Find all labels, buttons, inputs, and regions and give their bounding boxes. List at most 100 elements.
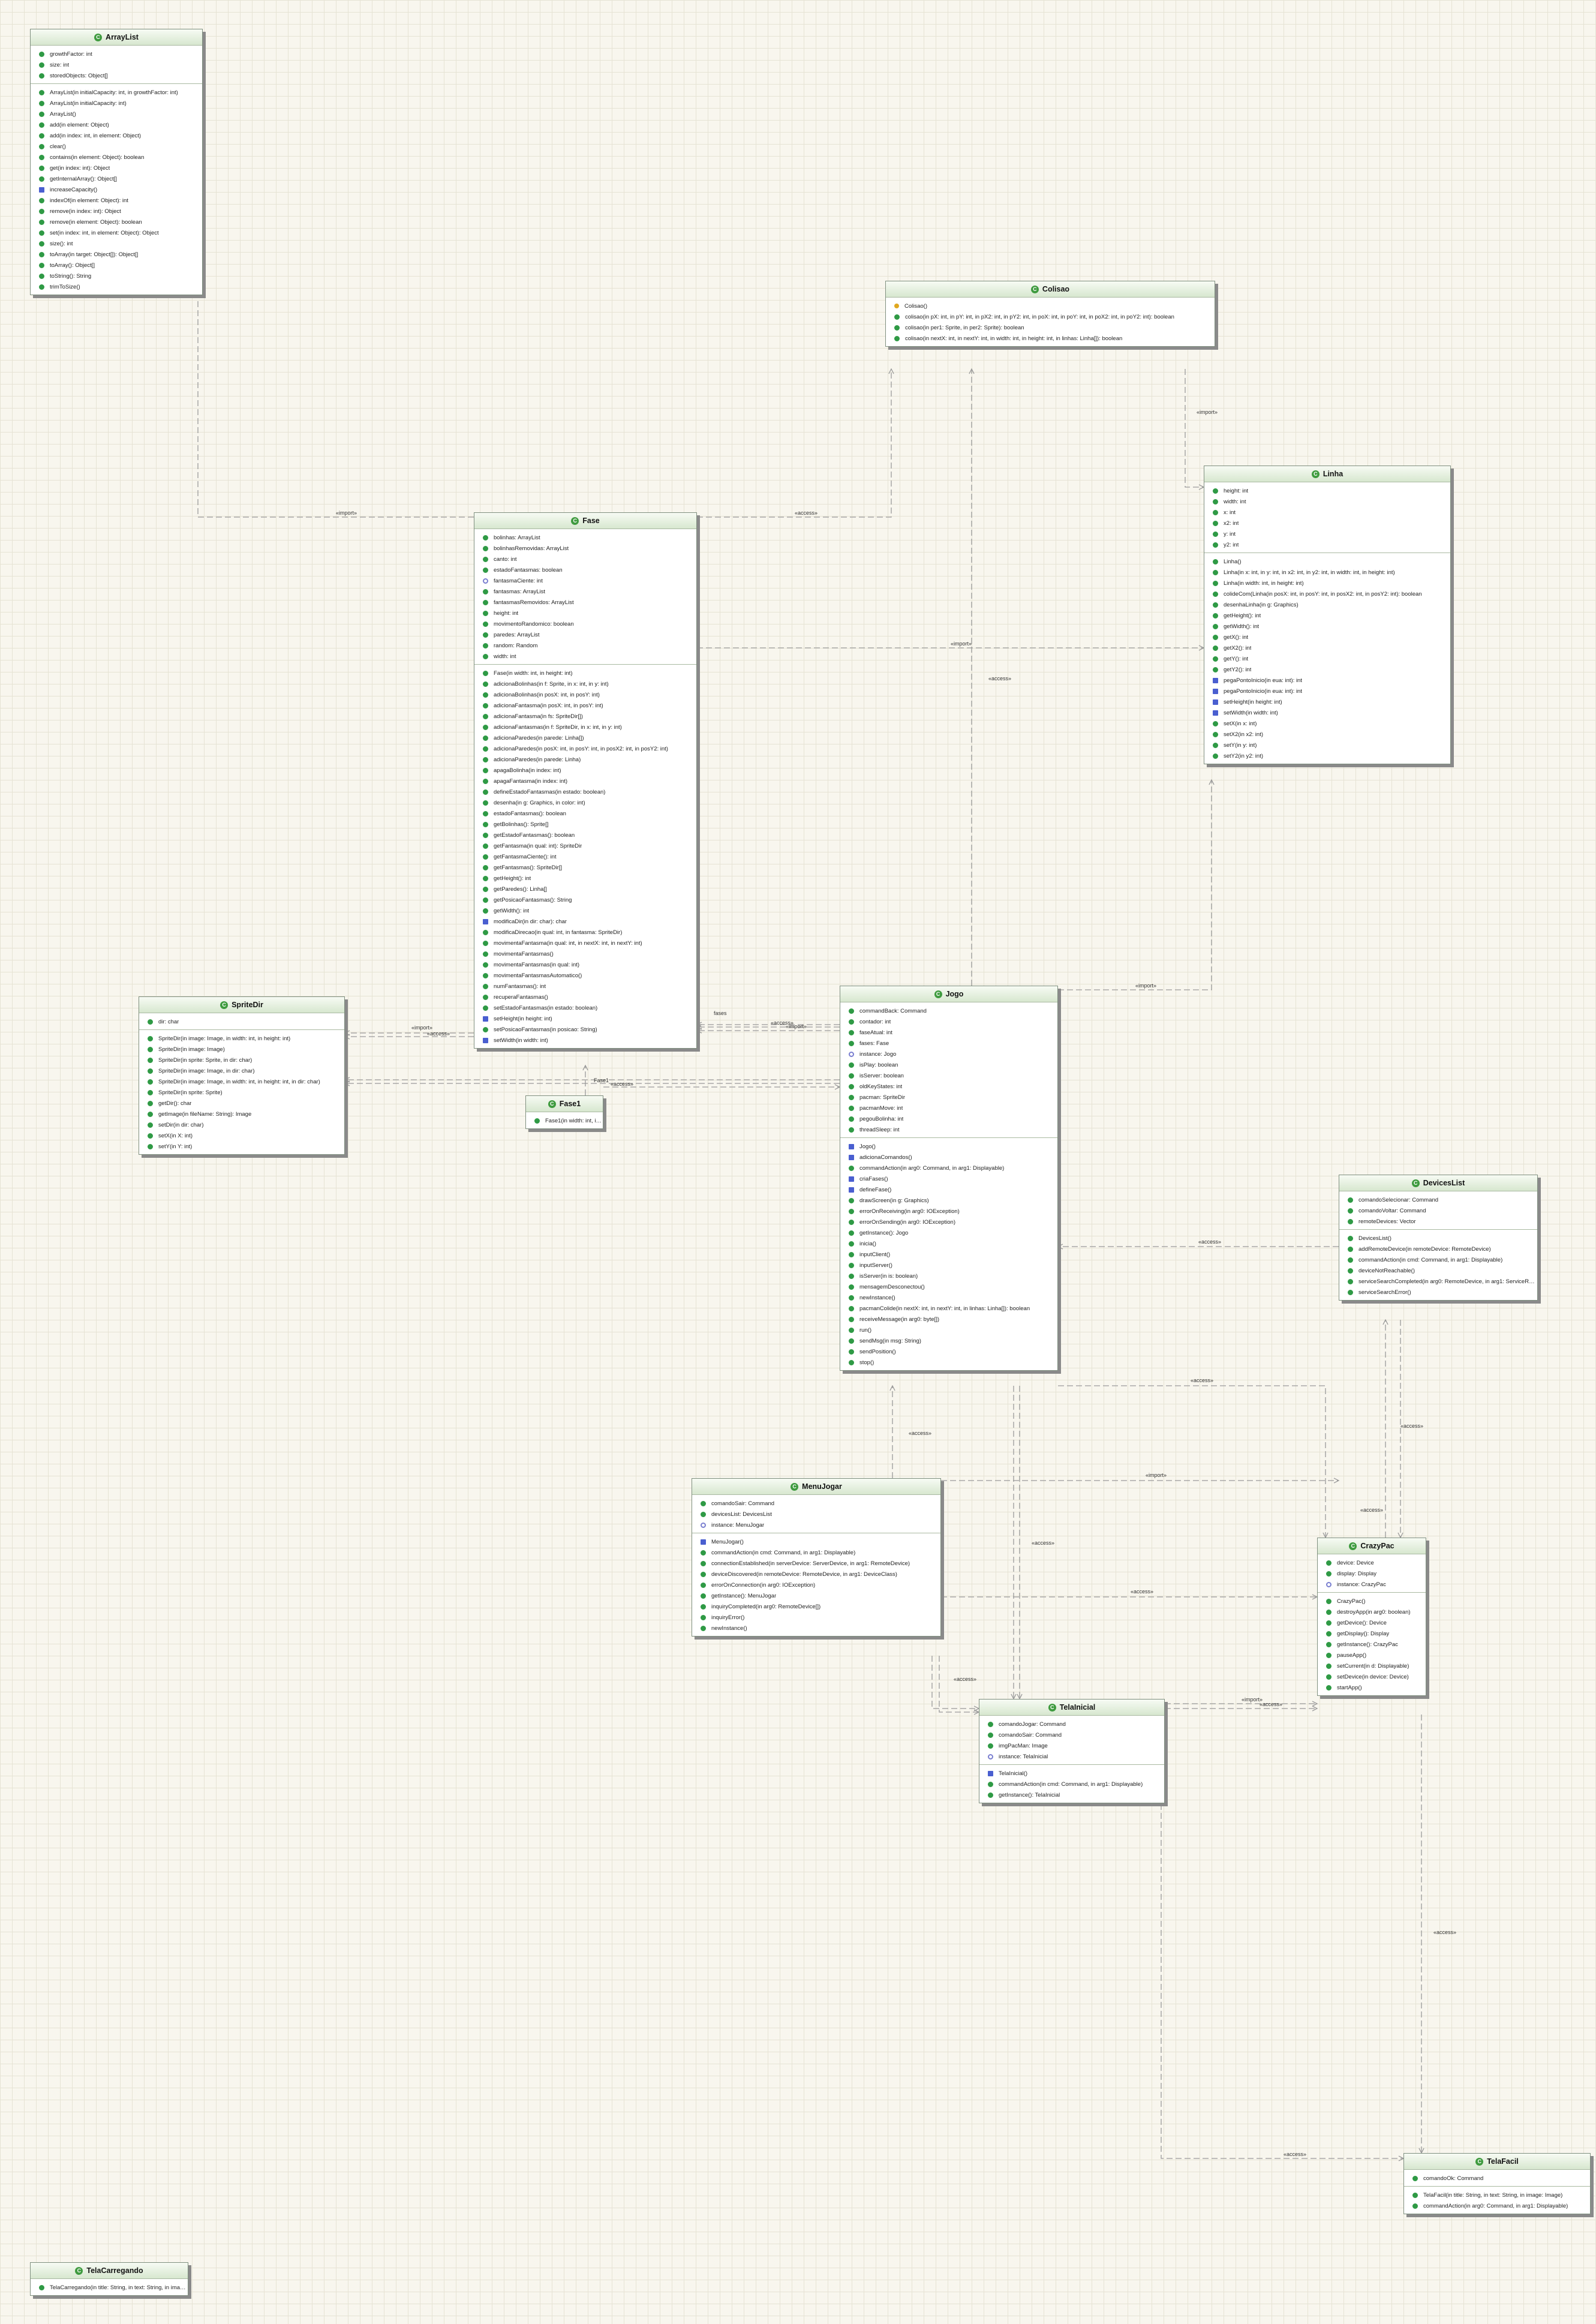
operation-row[interactable]: SpriteDir(in sprite: Sprite) [139, 1087, 344, 1098]
operation-row[interactable]: getInstance(): TelaInicial [979, 1789, 1164, 1800]
operation-row[interactable]: MenuJogar() [692, 1536, 940, 1547]
operation-row[interactable]: colideCom(Linha(in posX: int, in posY: i… [1204, 588, 1450, 599]
operation-row[interactable]: getDir(): char [139, 1098, 344, 1109]
attribute-row[interactable]: devicesList: DevicesList [692, 1509, 940, 1520]
attribute-row[interactable]: comandoSair: Command [692, 1498, 940, 1509]
attribute-row[interactable]: paredes: ArrayList [474, 629, 696, 640]
attribute-row[interactable]: x2: int [1204, 518, 1450, 529]
operation-row[interactable]: apagaFantasma(in index: int) [474, 776, 696, 786]
operation-row[interactable]: setWidth(in width: int) [474, 1035, 696, 1046]
operation-row[interactable]: toArray(in target: Object[]): Object[] [31, 249, 202, 260]
operation-row[interactable]: adicionaBolinhas(in f: Sprite, in x: int… [474, 678, 696, 689]
operation-row[interactable]: getInstance(): MenuJogar [692, 1590, 940, 1601]
operation-row[interactable]: getWidth(): int [474, 905, 696, 916]
attribute-row[interactable]: fases: Fase [840, 1038, 1057, 1049]
operation-row[interactable]: adicionaFantasma(in posX: int, in posY: … [474, 700, 696, 711]
attribute-row[interactable]: threadSleep: int [840, 1124, 1057, 1135]
operation-row[interactable]: connectionEstablished(in serverDevice: S… [692, 1558, 940, 1569]
dependency-line[interactable] [1058, 780, 1212, 990]
operation-row[interactable]: defineFase() [840, 1184, 1057, 1195]
operation-row[interactable]: setY(in y: int) [1204, 740, 1450, 750]
operation-row[interactable]: setDir(in dir: char) [139, 1119, 344, 1130]
attribute-row[interactable]: size: int [31, 59, 202, 70]
operation-row[interactable]: estadoFantasmas(): boolean [474, 808, 696, 819]
dependency-line[interactable] [697, 369, 892, 518]
operation-row[interactable]: trimToSize() [31, 281, 202, 292]
dependency-line[interactable] [939, 1656, 979, 1713]
operation-row[interactable]: setWidth(in width: int) [1204, 707, 1450, 718]
operation-row[interactable]: commandAction(in cmd: Command, in arg1: … [692, 1547, 940, 1558]
attribute-row[interactable]: y2: int [1204, 539, 1450, 550]
attribute-row[interactable]: comandoVoltar: Command [1339, 1205, 1537, 1216]
attribute-row[interactable]: display: Display [1318, 1568, 1426, 1579]
attribute-row[interactable]: remoteDevices: Vector [1339, 1216, 1537, 1227]
attribute-row[interactable]: faseAtual: int [840, 1027, 1057, 1038]
operation-row[interactable]: adicionaParedes(in parede: Linha) [474, 754, 696, 765]
operation-row[interactable]: DevicesList() [1339, 1233, 1537, 1244]
operation-row[interactable]: getY2(): int [1204, 664, 1450, 675]
operation-row[interactable]: newInstance() [840, 1292, 1057, 1303]
operation-row[interactable]: ArrayList(in initialCapacity: int, in gr… [31, 87, 202, 98]
operation-row[interactable]: CrazyPac() [1318, 1596, 1426, 1607]
operation-row[interactable]: getEstadoFantasmas(): boolean [474, 830, 696, 840]
operation-row[interactable]: inputClient() [840, 1249, 1057, 1260]
attribute-row[interactable]: oldKeyStates: int [840, 1081, 1057, 1092]
operation-row[interactable]: colisao(in per1: Sprite, in per2: Sprite… [886, 322, 1215, 333]
operation-row[interactable]: modificaDirecao(in qual: int, in fantasm… [474, 927, 696, 938]
operation-row[interactable]: pegaPontoInicio(in eua: int): int [1204, 686, 1450, 696]
operation-row[interactable]: getDevice(): Device [1318, 1617, 1426, 1628]
attribute-row[interactable]: imgPacMan: Image [979, 1740, 1164, 1751]
operation-row[interactable]: run() [840, 1325, 1057, 1335]
operation-row[interactable]: setY2(in y2: int) [1204, 750, 1450, 761]
attribute-row[interactable]: width: int [1204, 496, 1450, 507]
operation-row[interactable]: SpriteDir(in image: Image, in width: int… [139, 1076, 344, 1087]
operation-row[interactable]: getWidth(): int [1204, 621, 1450, 632]
operation-row[interactable]: SpriteDir(in image: Image, in width: int… [139, 1033, 344, 1044]
operation-row[interactable]: size(): int [31, 238, 202, 249]
operation-row[interactable]: colisao(in pX: int, in pY: int, in pX2: … [886, 311, 1215, 322]
operation-row[interactable]: ArrayList() [31, 109, 202, 119]
operation-row[interactable]: stop() [840, 1357, 1057, 1368]
attribute-row[interactable]: movimentoRandomico: boolean [474, 618, 696, 629]
attribute-row[interactable]: commandBack: Command [840, 1005, 1057, 1016]
attribute-row[interactable]: isPlay: boolean [840, 1059, 1057, 1070]
operation-row[interactable]: inputServer() [840, 1260, 1057, 1271]
attribute-row[interactable]: bolinhas: ArrayList [474, 532, 696, 543]
attribute-row[interactable]: fantasmaCiente: int [474, 575, 696, 586]
operation-row[interactable]: Linha(in x: int, in y: int, in x2: int, … [1204, 567, 1450, 578]
operation-row[interactable]: remove(in index: int): Object [31, 206, 202, 217]
attribute-row[interactable]: canto: int [474, 554, 696, 565]
operation-row[interactable]: serviceSearchCompleted(in arg0: RemoteDe… [1339, 1276, 1537, 1287]
attribute-row[interactable]: instance: TelaInicial [979, 1751, 1164, 1762]
attribute-row[interactable]: comandoOk: Command [1404, 2173, 1590, 2184]
attribute-row[interactable]: isServer: boolean [840, 1070, 1057, 1081]
operation-row[interactable]: Linha(in width: int, in height: int) [1204, 578, 1450, 588]
dependency-line[interactable] [1185, 369, 1204, 488]
attribute-row[interactable]: height: int [474, 608, 696, 618]
operation-row[interactable]: TelaFacil(in title: String, in text: Str… [1404, 2190, 1590, 2200]
operation-row[interactable]: numFantasmas(): int [474, 981, 696, 992]
operation-row[interactable]: newInstance() [692, 1623, 940, 1634]
operation-row[interactable]: inicia() [840, 1238, 1057, 1249]
operation-row[interactable]: pacmanColide(in nextX: int, in nextY: in… [840, 1303, 1057, 1314]
attribute-row[interactable]: height: int [1204, 485, 1450, 496]
attribute-row[interactable]: dir: char [139, 1016, 344, 1027]
operation-row[interactable]: defineEstadoFantasmas(in estado: boolean… [474, 786, 696, 797]
operation-row[interactable]: sendMsg(in msg: String) [840, 1335, 1057, 1346]
attribute-row[interactable]: comandoJogar: Command [979, 1719, 1164, 1730]
operation-row[interactable]: Linha() [1204, 556, 1450, 567]
attribute-row[interactable]: growthFactor: int [31, 49, 202, 59]
operation-row[interactable]: apagaBolinha(in index: int) [474, 765, 696, 776]
operation-row[interactable]: addRemoteDevice(in remoteDevice: RemoteD… [1339, 1244, 1537, 1254]
operation-row[interactable]: setY(in Y: int) [139, 1141, 344, 1152]
operation-row[interactable]: criaFases() [840, 1173, 1057, 1184]
operation-row[interactable]: getPosicaoFantasmas(): String [474, 894, 696, 905]
attribute-row[interactable]: comandoSair: Command [979, 1730, 1164, 1740]
operation-row[interactable]: deviceDiscovered(in remoteDevice: Remote… [692, 1569, 940, 1580]
operation-row[interactable]: getHeight(): int [474, 873, 696, 884]
